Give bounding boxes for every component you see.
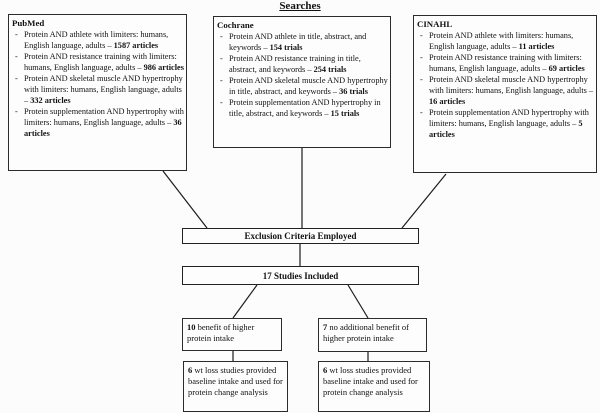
- cochrane-header: Cochrane: [217, 20, 254, 30]
- wt-left-count: 6: [188, 365, 193, 375]
- query-item: Protein AND athlete with limiters: human…: [417, 30, 594, 52]
- wt-right-text: wt loss studies provided baseline intake…: [323, 365, 418, 397]
- page-title: Searches: [279, 0, 321, 12]
- studies-included-label: 17 Studies Included: [262, 270, 339, 281]
- query-text: Protein AND athlete in title, abstract, …: [229, 32, 367, 52]
- cinahl-header: CINAHL: [417, 19, 453, 29]
- query-item: Protein AND athlete with limiters: human…: [12, 29, 184, 51]
- query-count: 69 articles: [548, 64, 585, 73]
- wt-right-count: 6: [323, 365, 328, 375]
- query-text: Protein supplementation AND hypertrophy …: [24, 107, 184, 127]
- query-text: Protein AND skeletal muscle AND hypertro…: [24, 74, 183, 105]
- query-count: 332 articles: [30, 96, 71, 105]
- query-count: 1587 articles: [113, 41, 159, 50]
- query-item: Protein AND resistance training with lim…: [12, 51, 184, 73]
- no-additional-benefit-box: 7 no additional benefit of higher protei…: [318, 318, 427, 352]
- benefit-left-text: benefit of higher protein intake: [187, 322, 255, 343]
- query-text: Protein AND athlete with limiters: human…: [429, 31, 574, 51]
- query-count: 11 articles: [518, 42, 555, 51]
- exclusion-criteria-label: Exclusion Criteria Employed: [244, 231, 357, 241]
- query-text: Protein supplementation AND hypertrophy …: [429, 108, 589, 128]
- query-count: 254 trials: [313, 65, 347, 74]
- query-text: Protein AND skeletal muscle AND hypertro…: [429, 75, 594, 95]
- cochrane-search-box: Cochrane Protein AND athlete in title, a…: [213, 16, 391, 148]
- query-item: Protein AND skeletal muscle AND hypertro…: [12, 73, 184, 106]
- benefit-left-count: 10: [187, 322, 196, 332]
- line-included-to-benefit-right: [347, 284, 369, 319]
- query-count: 16 articles: [429, 97, 466, 106]
- query-item: Protein AND athlete in title, abstract, …: [217, 31, 388, 53]
- benefit-higher-protein-box: 10 benefit of higher protein intake: [182, 318, 282, 351]
- query-text: Protein AND resistance training with lim…: [24, 52, 177, 72]
- pubmed-query-list: Protein AND athlete with limiters: human…: [12, 29, 184, 139]
- query-count: 36 trials: [339, 87, 368, 96]
- exclusion-criteria-box: Exclusion Criteria Employed: [182, 228, 419, 244]
- pubmed-header: PubMed: [12, 18, 45, 28]
- studies-included-box: 17 Studies Included: [182, 266, 419, 285]
- line-cinahl-to-exclusion: [401, 173, 447, 229]
- query-count: 36 articles: [24, 118, 182, 138]
- cinahl-query-list: Protein AND athlete with limiters: human…: [417, 30, 594, 140]
- cinahl-search-box: CINAHL Protein AND athlete with limiters…: [413, 15, 597, 173]
- query-count: 5 articles: [429, 119, 583, 139]
- query-text: Protein AND athlete with limiters: human…: [24, 30, 169, 50]
- query-item: Protein supplementation AND hypertrophy …: [417, 107, 594, 140]
- query-item: Protein AND skeletal muscle AND hypertro…: [217, 75, 388, 97]
- wt-loss-studies-left-box: 6 wt loss studies provided baseline inta…: [183, 361, 288, 412]
- query-count: 154 trials: [269, 43, 303, 52]
- query-item: Protein supplementation AND hypertrophy …: [12, 106, 184, 139]
- query-text: Protein supplementation AND hypertrophy …: [229, 98, 381, 118]
- query-count: 15 trials: [330, 109, 360, 118]
- query-item: Protein AND resistance training in title…: [217, 53, 388, 75]
- query-count: 986 articles: [143, 63, 184, 72]
- pubmed-search-box: PubMed Protein AND athlete with limiters…: [8, 14, 187, 171]
- query-text: Protein AND resistance training with lim…: [429, 53, 582, 73]
- line-included-to-benefit-left: [232, 284, 258, 319]
- query-item: Protein AND skeletal muscle AND hypertro…: [417, 74, 594, 107]
- benefit-right-text: no additional benefit of higher protein …: [323, 322, 409, 343]
- query-item: Protein supplementation AND hypertrophy …: [217, 97, 388, 119]
- query-text: Protein AND skeletal muscle AND hypertro…: [229, 76, 388, 96]
- wt-loss-studies-right-box: 6 wt loss studies provided baseline inta…: [318, 361, 430, 412]
- line-pubmed-to-exclusion: [162, 170, 208, 229]
- query-text: Protein AND resistance training in title…: [229, 54, 361, 74]
- wt-left-text: wt loss studies provided baseline intake…: [188, 365, 283, 397]
- benefit-right-count: 7: [323, 322, 328, 332]
- query-item: Protein AND resistance training with lim…: [417, 52, 594, 74]
- cochrane-query-list: Protein AND athlete in title, abstract, …: [217, 31, 388, 119]
